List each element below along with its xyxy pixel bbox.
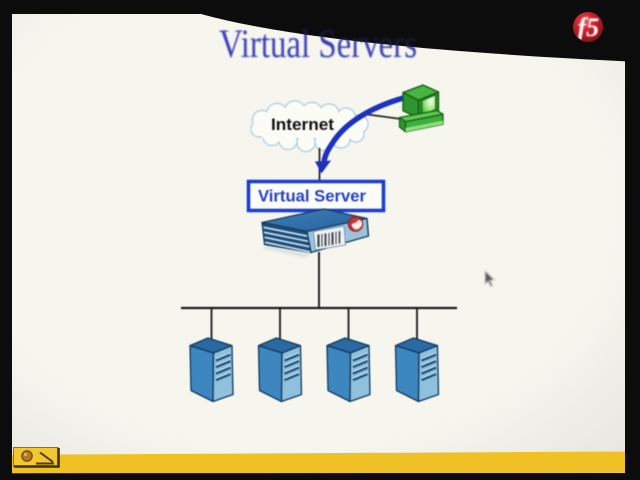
svg-text:f5: f5 (578, 13, 600, 42)
